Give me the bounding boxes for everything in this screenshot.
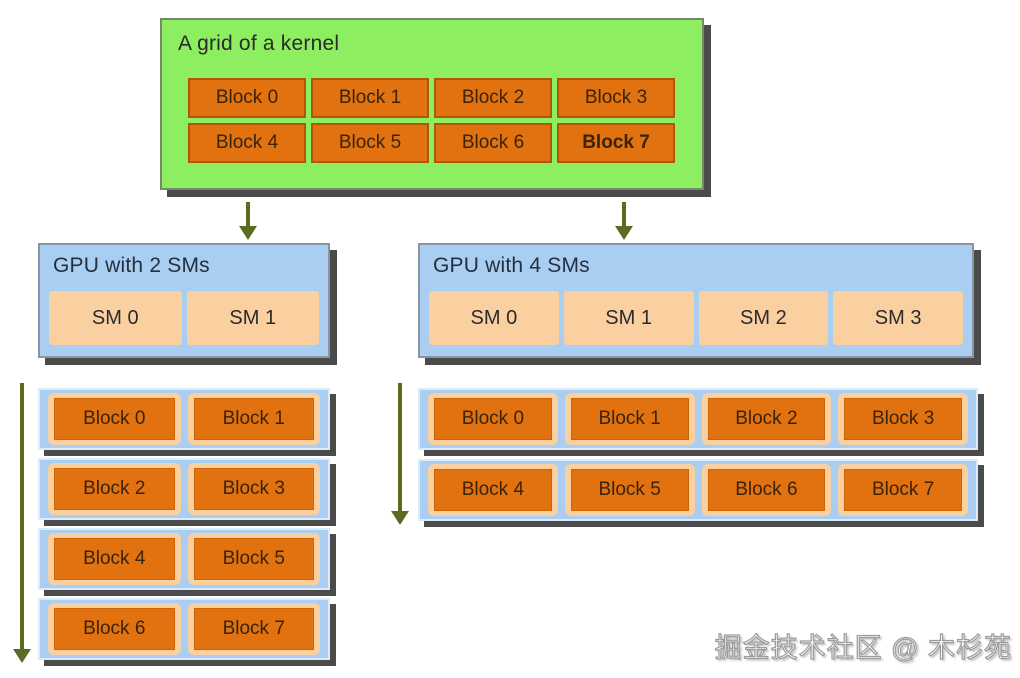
scheduled-block: Block 3 (193, 468, 314, 510)
schedule-slot: Block 7 (838, 464, 968, 516)
down-arrow-to-gpu-4sm-icon (615, 202, 633, 240)
schedule-row-gpu2-step2: Block 2 Block 3 (38, 458, 330, 520)
schedule-slot: Block 2 (701, 393, 832, 445)
schedule-slot: Block 6 (48, 603, 181, 655)
arrow-head (13, 649, 31, 663)
schedule-row-gpu4-step1: Block 0 Block 1 Block 2 Block 3 (418, 388, 978, 450)
schedule-slot: Block 3 (187, 463, 320, 515)
gpu-2sm-title: GPU with 2 SMs (53, 254, 210, 277)
scheduled-block: Block 2 (707, 398, 826, 440)
schedule-slot: Block 0 (428, 393, 558, 445)
arrow-stem (246, 202, 250, 226)
arrow-stem (20, 383, 24, 649)
schedule-slot: Block 2 (48, 463, 181, 515)
gpu-2sm-sm-row: SM 0 SM 1 (49, 291, 319, 345)
scheduled-block: Block 4 (434, 469, 552, 511)
schedule-row-gpu2-step1: Block 0 Block 1 (38, 388, 330, 450)
scheduled-block: Block 3 (844, 398, 962, 440)
gpu-4sm-sm-row: SM 0 SM 1 SM 2 SM 3 (429, 291, 963, 345)
scheduled-block: Block 1 (193, 398, 314, 440)
scheduled-block: Block 0 (54, 398, 175, 440)
sm-slot: SM 2 (698, 291, 829, 345)
scheduled-block: Block 5 (570, 469, 689, 511)
time-arrow-gpu-2sm-icon (13, 383, 31, 663)
scheduled-block: Block 7 (193, 608, 314, 650)
down-arrow-to-gpu-2sm-icon (239, 202, 257, 240)
sm-slot: SM 3 (833, 291, 963, 345)
arrow-stem (398, 383, 402, 511)
scheduled-block: Block 7 (844, 469, 962, 511)
sm-slot: SM 1 (563, 291, 694, 345)
kernel-block-emphasized: Block 7 (557, 123, 675, 163)
schedule-slot: Block 1 (187, 393, 320, 445)
schedule-slot: Block 1 (564, 393, 695, 445)
scheduled-block: Block 2 (54, 468, 175, 510)
scheduled-block: Block 1 (570, 398, 689, 440)
schedule-slot: Block 0 (48, 393, 181, 445)
schedule-slot: Block 6 (701, 464, 832, 516)
kernel-block: Block 3 (557, 78, 675, 118)
kernel-grid-box: A grid of a kernel Block 0 Block 1 Block… (160, 18, 704, 190)
watermark: 掘金技术社区 @ 木杉苑 (714, 632, 1012, 663)
arrow-stem (622, 202, 626, 226)
sm-slot: SM 0 (49, 291, 182, 345)
kernel-block: Block 6 (434, 123, 552, 163)
schedule-row-gpu2-step3: Block 4 Block 5 (38, 528, 330, 590)
scheduled-block: Block 5 (193, 538, 314, 580)
scheduled-block: Block 6 (707, 469, 826, 511)
kernel-block: Block 2 (434, 78, 552, 118)
arrow-head (239, 226, 257, 240)
schedule-slot: Block 3 (838, 393, 968, 445)
gpu-4sm-box: GPU with 4 SMs SM 0 SM 1 SM 2 SM 3 (418, 243, 974, 358)
kernel-block: Block 0 (188, 78, 306, 118)
schedule-slot: Block 7 (187, 603, 320, 655)
sm-slot: SM 1 (186, 291, 319, 345)
scheduled-block: Block 6 (54, 608, 175, 650)
schedule-slot: Block 4 (48, 533, 181, 585)
time-arrow-gpu-4sm-icon (391, 383, 409, 525)
scheduled-block: Block 4 (54, 538, 175, 580)
schedule-slot: Block 5 (564, 464, 695, 516)
sm-slot: SM 0 (429, 291, 559, 345)
gpu-2sm-box: GPU with 2 SMs SM 0 SM 1 (38, 243, 330, 358)
scheduled-block: Block 0 (434, 398, 552, 440)
gpu-4sm-title: GPU with 4 SMs (433, 254, 590, 277)
arrow-head (615, 226, 633, 240)
kernel-grid-blocks: Block 0 Block 1 Block 2 Block 3 Block 4 … (188, 78, 675, 163)
arrow-head (391, 511, 409, 525)
schedule-slot: Block 5 (187, 533, 320, 585)
kernel-block: Block 4 (188, 123, 306, 163)
schedule-row-gpu2-step4: Block 6 Block 7 (38, 598, 330, 660)
kernel-block: Block 5 (311, 123, 429, 163)
schedule-row-gpu4-step2: Block 4 Block 5 Block 6 Block 7 (418, 459, 978, 521)
schedule-slot: Block 4 (428, 464, 558, 516)
kernel-grid-title: A grid of a kernel (178, 32, 340, 55)
kernel-block: Block 1 (311, 78, 429, 118)
